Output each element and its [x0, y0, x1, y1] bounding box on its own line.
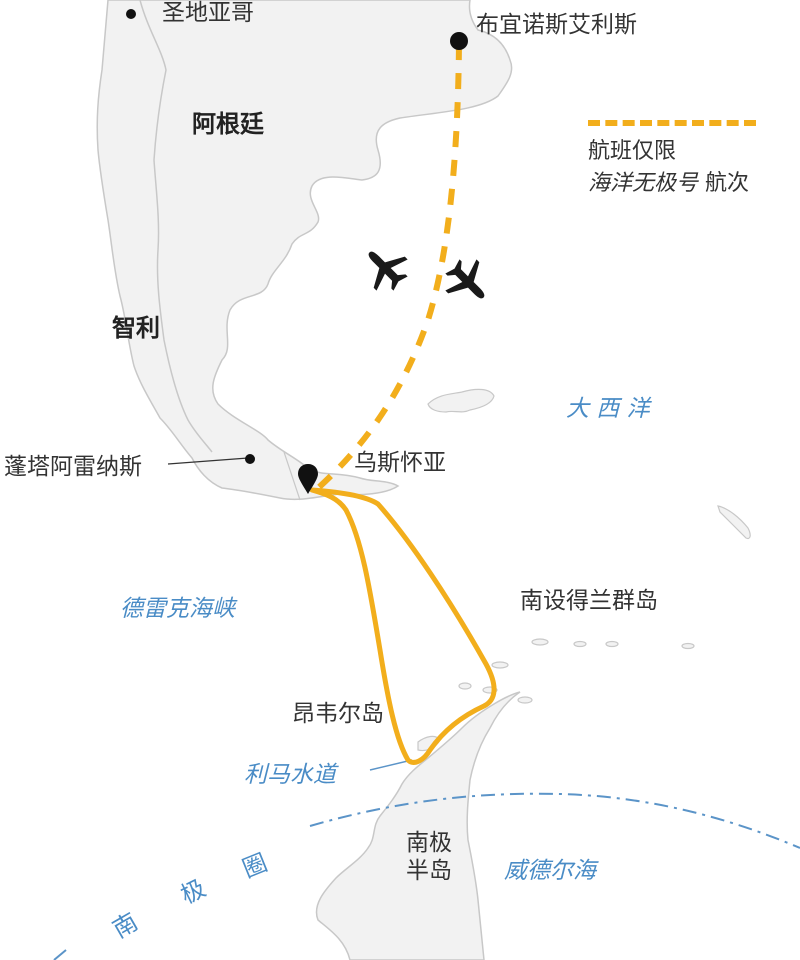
antarctic-peninsula-land [315, 691, 521, 960]
label-santiago: 圣地亚哥 [162, 0, 254, 26]
tierra-del-fuego-border [283, 451, 301, 501]
santiago-marker [126, 9, 136, 19]
legend-text: 航班仅限 海洋无极号 航次 [588, 136, 756, 200]
legend: 航班仅限 海洋无极号 航次 [588, 120, 756, 200]
cruise-route [309, 487, 497, 765]
legend-label-line2: 海洋无极号 航次 [588, 168, 756, 200]
buenos-aires-marker [450, 32, 468, 50]
south-shetland-islands [458, 638, 695, 704]
island-east [717, 505, 751, 540]
punta-arenas-marker [245, 454, 255, 464]
south-america-land [96, 0, 513, 501]
antarctic-circle-line-left [53, 949, 67, 960]
label-south-shetland-islands: 南设得兰群岛 [520, 588, 658, 614]
lemaire-channel-leader [369, 759, 413, 771]
label-chile: 智利 [112, 314, 160, 342]
legend-suffix: 航次 [698, 170, 750, 196]
chile-argentina-border [139, 0, 213, 453]
label-antarctic-peninsula: 南极 半岛 [406, 830, 466, 885]
label-weddell-sea: 威德尔海 [504, 858, 596, 884]
airplane-icon [368, 251, 408, 291]
punta-arenas-leader [167, 457, 249, 465]
label-antarctic-peninsula-line1: 南极 [406, 830, 452, 856]
label-antarctic-peninsula-line2: 半岛 [406, 857, 452, 884]
label-buenos-aires: 布宜诺斯艾利斯 [476, 12, 637, 38]
label-ushuaia: 乌斯怀亚 [354, 450, 446, 476]
label-argentina: 阿根廷 [192, 110, 264, 138]
label-drake-passage: 德雷克海峡 [120, 596, 235, 622]
antarctic-circle-line [309, 792, 800, 849]
airplane-icon [445, 259, 485, 299]
label-atlantic-ocean: 大 西 洋 [566, 396, 650, 422]
ushuaia-pin-icon [298, 464, 318, 494]
legend-ship-name: 海洋无极号 [588, 170, 699, 196]
flight-route [313, 43, 462, 493]
label-anvers-island: 昂韦尔岛 [292, 701, 384, 727]
legend-dashed-line [588, 120, 756, 126]
legend-label-line1: 航班仅限 [588, 139, 677, 164]
falkland-islands [427, 388, 495, 413]
label-lemaire-channel: 利马水道 [244, 762, 336, 788]
label-punta-arenas: 蓬塔阿雷纳斯 [4, 454, 142, 480]
